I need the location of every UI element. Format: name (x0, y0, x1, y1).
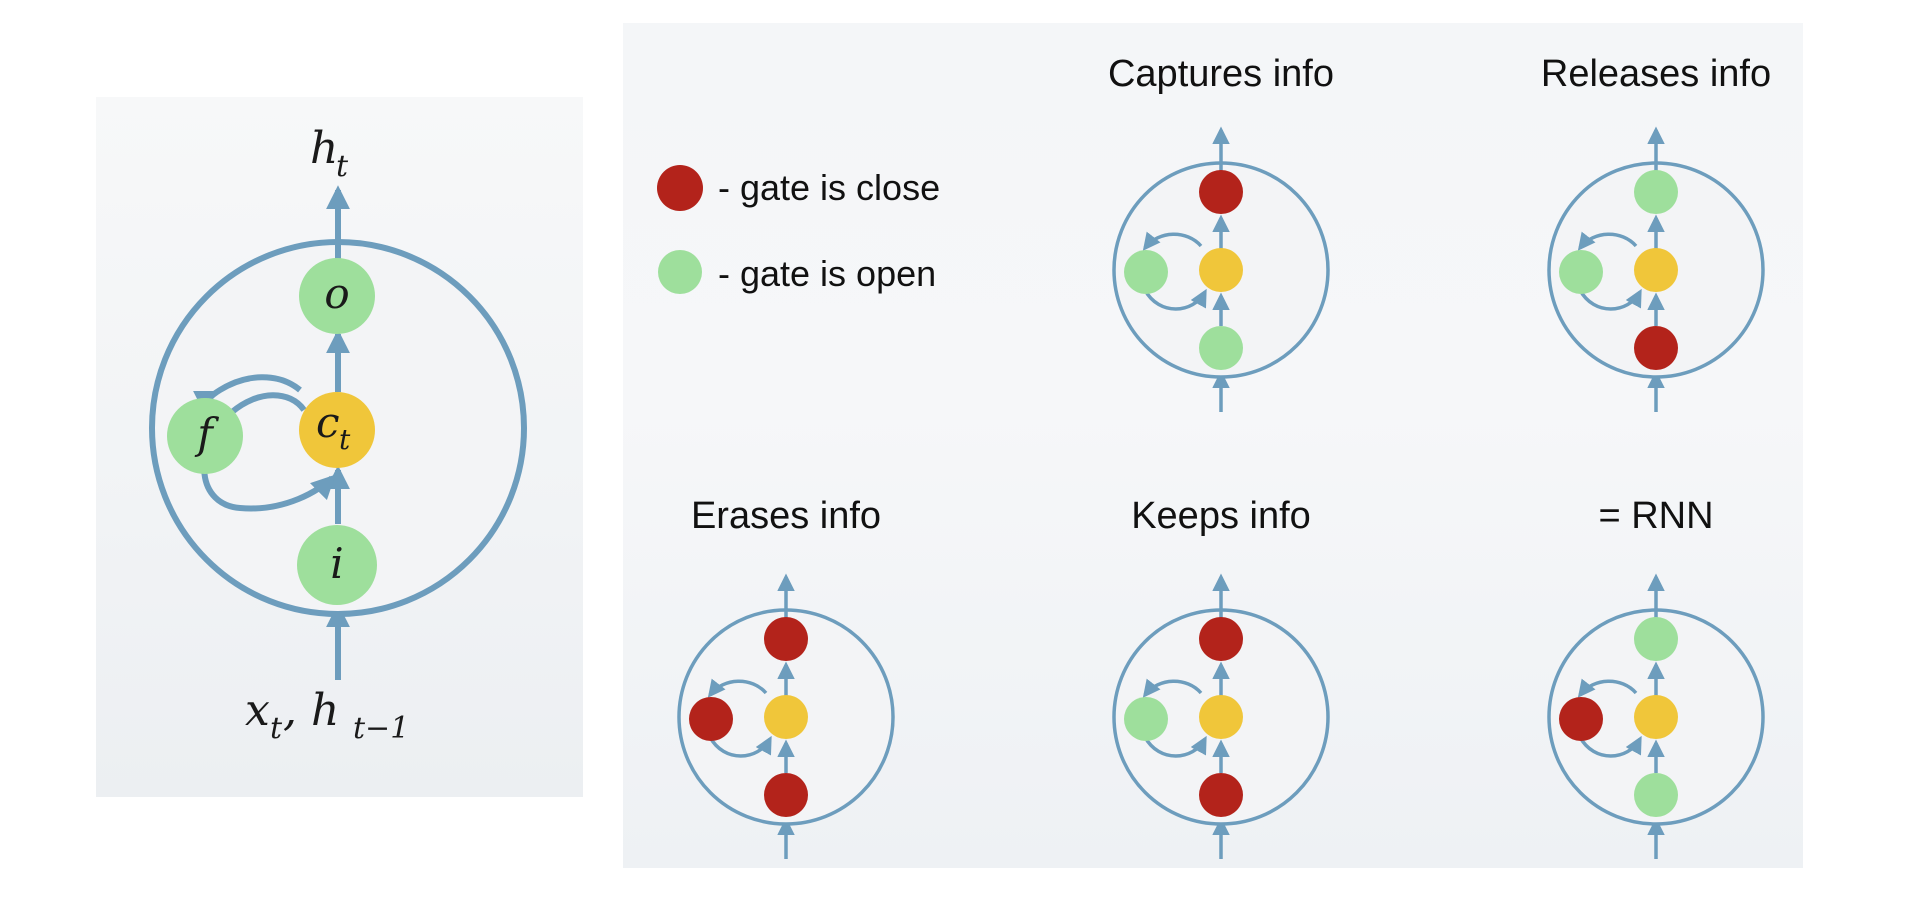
gate-panel-forget-gate (1559, 697, 1603, 741)
gate-panel-output-gate (764, 617, 808, 661)
gate-panel-cell-to-forget-arrow (1142, 231, 1203, 251)
main-forget-gate (167, 398, 243, 474)
input-label-sub2: t−1 (353, 711, 409, 746)
gate-panel-title: = RNN (1598, 495, 1713, 537)
gate-panel-output-gate (1634, 617, 1678, 661)
gate-panel-forget-gate (1124, 697, 1168, 741)
gate-panel-3: Erases info (677, 495, 895, 859)
legend-closed-swatch (657, 165, 703, 211)
gate-panel-forget-gate (1559, 250, 1603, 294)
gate-panel-title: Keeps info (1131, 495, 1311, 537)
output-label-sub: t (336, 149, 349, 184)
gate-panel-cell-to-forget-arrow (1577, 678, 1638, 698)
gate-panel-input-gate (1634, 773, 1678, 817)
gate-panel-forget-gate (689, 697, 733, 741)
gate-panel-input-gate (1634, 326, 1678, 370)
gate-panel-cell-to-forget-arrow (1577, 231, 1638, 251)
input-label-sep: , h (283, 685, 339, 736)
gate-panel-cell-state (1199, 695, 1243, 739)
gate-panel-forget-gate (1124, 250, 1168, 294)
gate-panel-cell-to-forget-arrow (1142, 678, 1203, 698)
gate-panel-forget-to-cell-arrow (1143, 288, 1207, 311)
gate-panel-forget-to-cell-arrow (1578, 735, 1642, 758)
gate-panel-forget-to-cell-arrow (708, 735, 772, 758)
gate-panel-5: = RNN (1547, 495, 1765, 859)
gate-panel-input-gate (764, 773, 808, 817)
legend-closed-text: - gate is close (718, 167, 940, 208)
gate-panel-cell-state (764, 695, 808, 739)
main-forget-to-cell-arrow (201, 392, 336, 512)
gate-panel-input-gate (1199, 326, 1243, 370)
gate-panel-cell-state (1199, 248, 1243, 292)
main-lstm-cell: o f i c t h t x t , h t−1 (149, 123, 527, 746)
legend-open-text: - gate is open (718, 253, 936, 294)
gate-panel-title: Erases info (691, 495, 881, 537)
main-input-gate-label: i (330, 539, 343, 588)
main-cell-state (299, 392, 375, 468)
main-output-gate-label: o (324, 269, 349, 318)
output-label: h (310, 123, 338, 174)
gate-panel-title: Captures info (1108, 53, 1334, 95)
gate-panel-2: Releases info (1541, 53, 1771, 412)
main-cell-sub: t (339, 423, 351, 456)
gate-panel-cell-state (1634, 695, 1678, 739)
gate-panel-cell-to-forget-arrow (707, 678, 768, 698)
legend-open-swatch (658, 250, 702, 294)
gate-panel-forget-to-cell-arrow (1578, 288, 1642, 311)
gate-panel-output-gate (1199, 617, 1243, 661)
gate-panel-4: Keeps info (1112, 495, 1330, 859)
gate-panel-forget-to-cell-arrow (1143, 735, 1207, 758)
gate-panel-input-gate (1199, 773, 1243, 817)
main-output-gate (299, 258, 375, 334)
gate-panel-output-gate (1199, 170, 1243, 214)
legend: - gate is close - gate is open (657, 165, 940, 294)
gate-panel-output-gate (1634, 170, 1678, 214)
main-input-gate (297, 525, 377, 605)
gate-panel-title: Releases info (1541, 53, 1771, 95)
input-label: x (245, 685, 270, 736)
main-cell-label: c (316, 398, 340, 447)
input-label-sub1: t (270, 711, 283, 746)
gate-panel-cell-state (1634, 248, 1678, 292)
gate-panel-1: Captures info (1108, 53, 1334, 412)
